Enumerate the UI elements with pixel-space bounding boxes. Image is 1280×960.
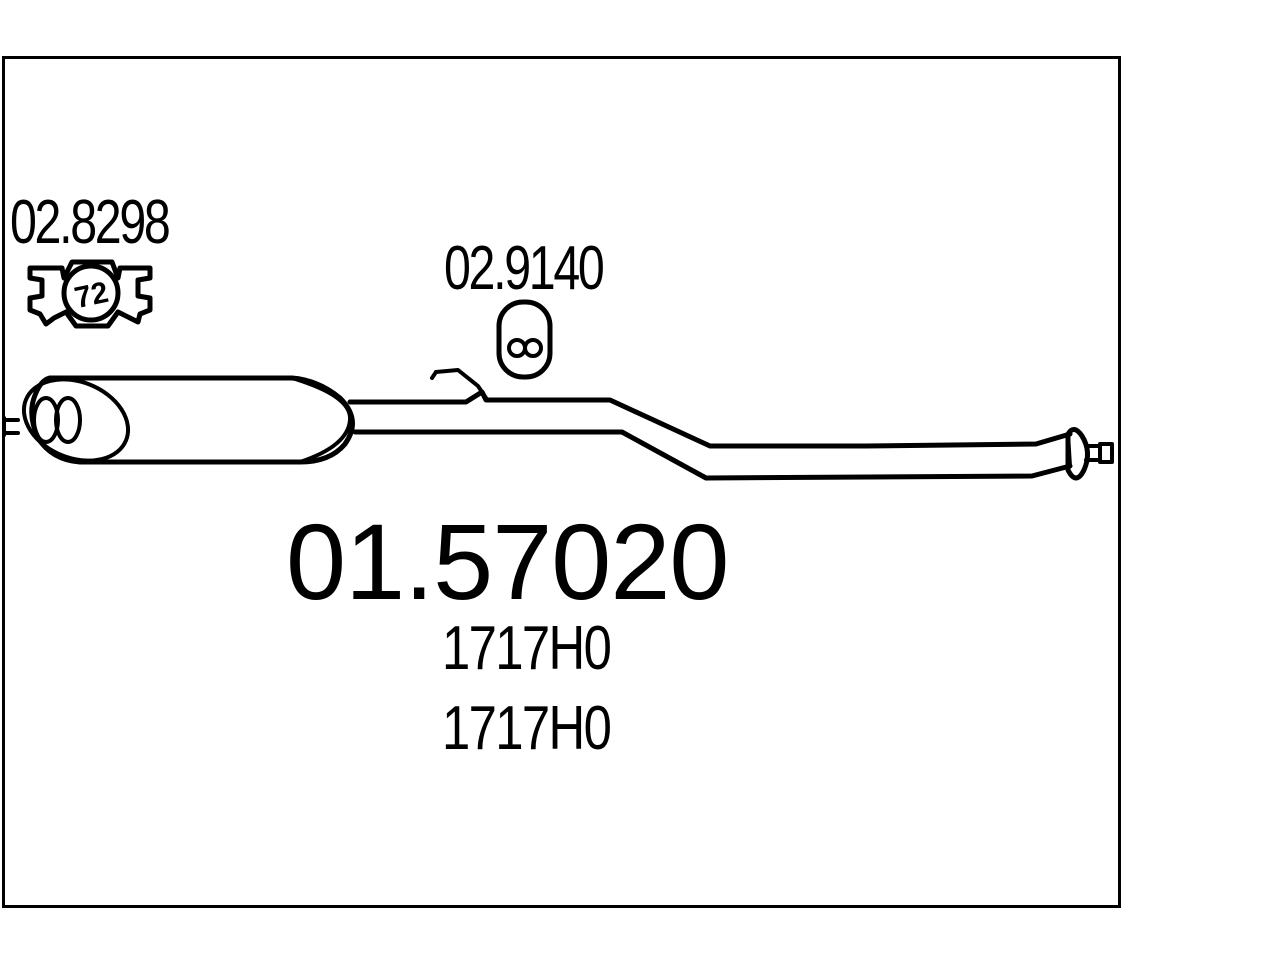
silencer	[21, 375, 355, 465]
pipe-section	[347, 368, 1073, 481]
pipe-outlet	[1065, 427, 1114, 481]
clamp-part-number: 02.8298	[10, 188, 171, 257]
oem-reference: 1717H0	[442, 694, 612, 763]
clamp-size-label: 72	[72, 276, 112, 315]
hanger-part-number: 02.9140	[444, 234, 605, 303]
exhaust-clamp-icon: 72	[27, 259, 153, 329]
rubber-hanger-icon	[496, 299, 553, 380]
oem-reference: 1717H0	[442, 614, 612, 683]
diagram-frame	[2, 56, 1121, 908]
main-part-number: 01.57020	[286, 501, 729, 622]
exhaust-pipe	[2, 368, 1114, 481]
